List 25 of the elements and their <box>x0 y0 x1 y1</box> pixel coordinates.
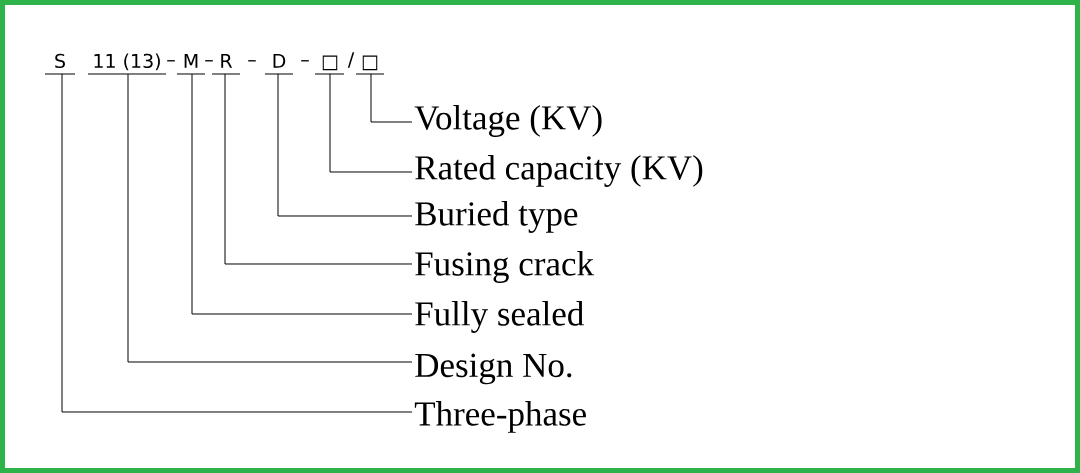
code-segment: □ <box>314 55 345 75</box>
label-text: Voltage (KV) <box>414 105 602 137</box>
label-text: Fully sealed <box>415 301 584 333</box>
label-text: Rated capacity (KV) <box>415 155 703 187</box>
code-segment: M <box>176 53 206 75</box>
code-segment: □ <box>355 55 385 75</box>
leader-line <box>127 73 413 363</box>
leader-line <box>61 73 413 413</box>
code-segment: S <box>44 53 76 75</box>
label-text: Three-phase <box>414 401 586 433</box>
label-text: Fusing crack <box>415 251 595 283</box>
separator: – <box>301 60 309 62</box>
leader-line <box>224 73 413 265</box>
label-text: Buried type <box>415 201 578 233</box>
separator: / <box>347 52 355 68</box>
label-text: Design No. <box>415 353 572 385</box>
code-segment: 11 (13) <box>87 53 167 75</box>
leader-line <box>191 73 413 315</box>
leader-line <box>370 73 413 123</box>
leader-line <box>277 73 413 217</box>
code-segment: D <box>264 53 294 75</box>
leader-line <box>329 73 413 173</box>
separator: – <box>248 60 256 62</box>
separator: – <box>167 60 175 62</box>
separator: – <box>205 60 213 62</box>
